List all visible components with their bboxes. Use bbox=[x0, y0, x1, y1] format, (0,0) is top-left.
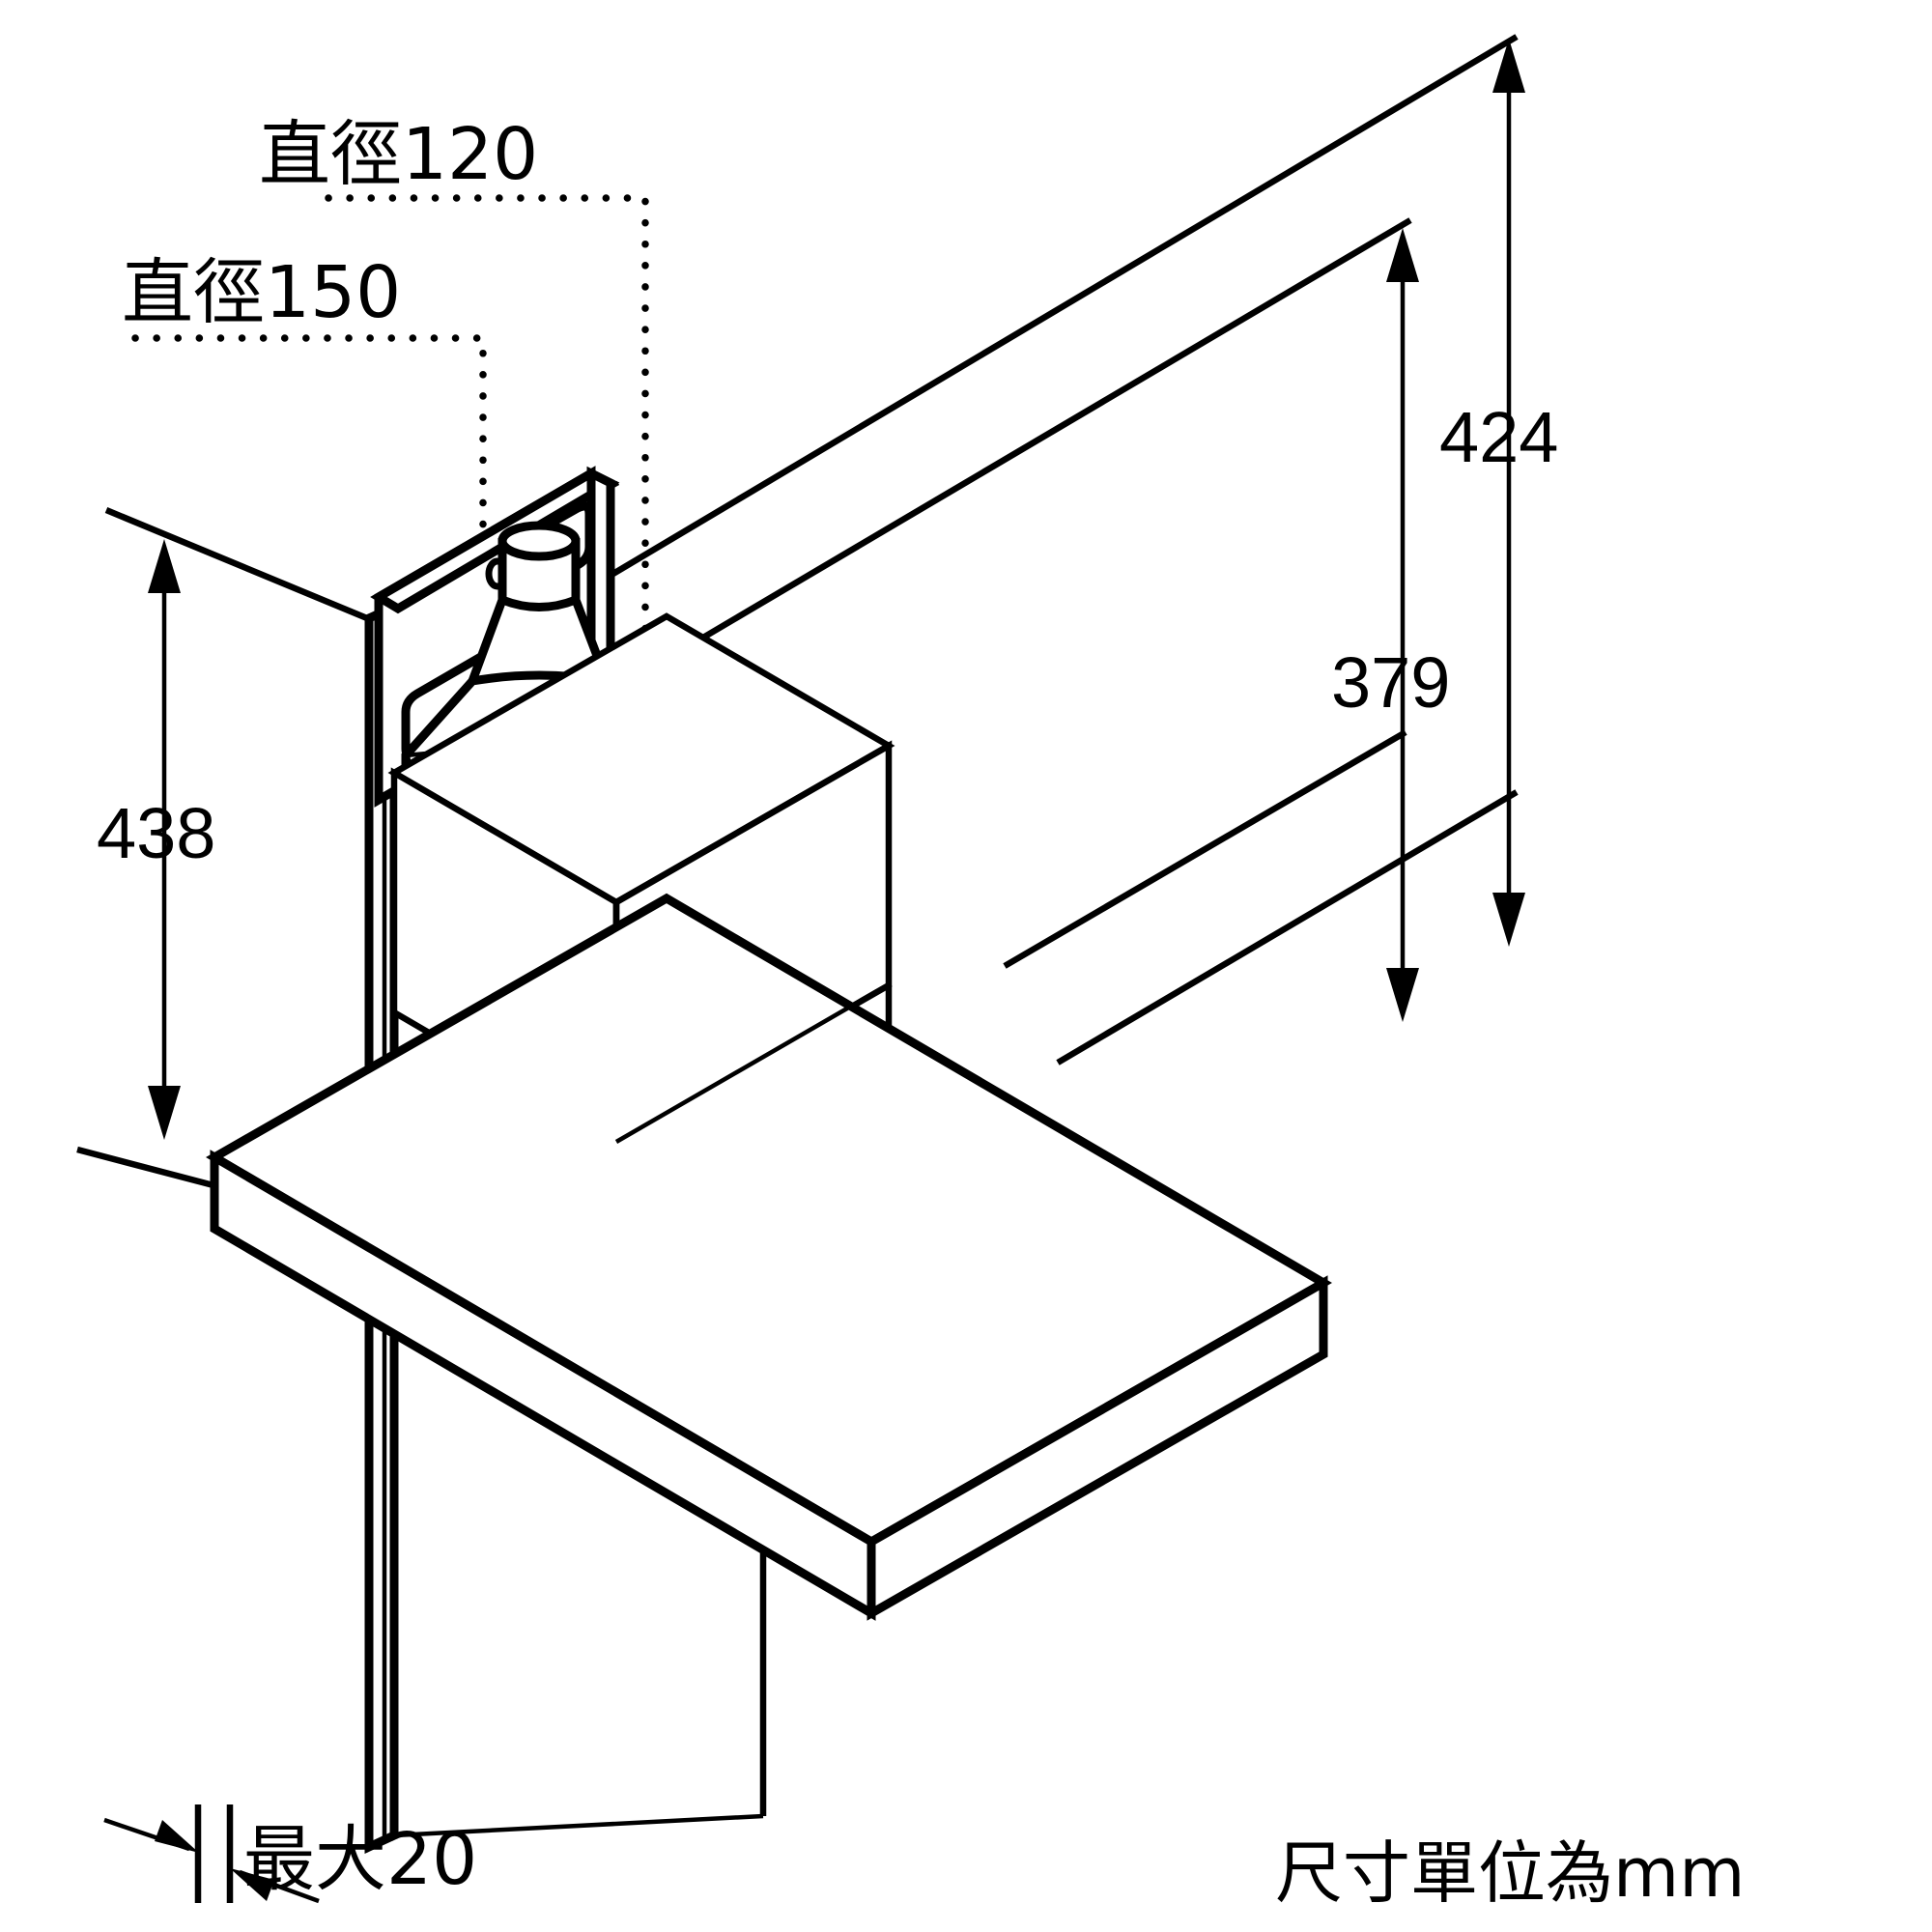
right-dimension-leaders bbox=[605, 34, 1519, 1065]
dimension-max-20-label: 最大20 bbox=[243, 1818, 477, 1901]
left-dimension-leaders bbox=[76, 506, 369, 1194]
dimension-438: 438 bbox=[97, 539, 215, 1140]
dimension-424: 424 bbox=[1439, 39, 1558, 947]
dimension-379-label: 379 bbox=[1331, 642, 1450, 723]
duct-120-leader bbox=[325, 194, 649, 670]
dimension-max-20: 最大20 bbox=[103, 1804, 477, 1904]
canopy-slab bbox=[206, 893, 1332, 1621]
duct-120-label: 直徑120 bbox=[259, 113, 538, 196]
duct-150-label: 直徑150 bbox=[122, 251, 401, 334]
dimension-379: 379 bbox=[1331, 228, 1450, 1022]
dimension-424-label: 424 bbox=[1439, 397, 1558, 477]
diameter-callout-leaders bbox=[131, 194, 649, 759]
dimension-438-label: 438 bbox=[97, 793, 215, 873]
units-note: 尺寸單位為mm bbox=[1275, 1833, 1745, 1913]
